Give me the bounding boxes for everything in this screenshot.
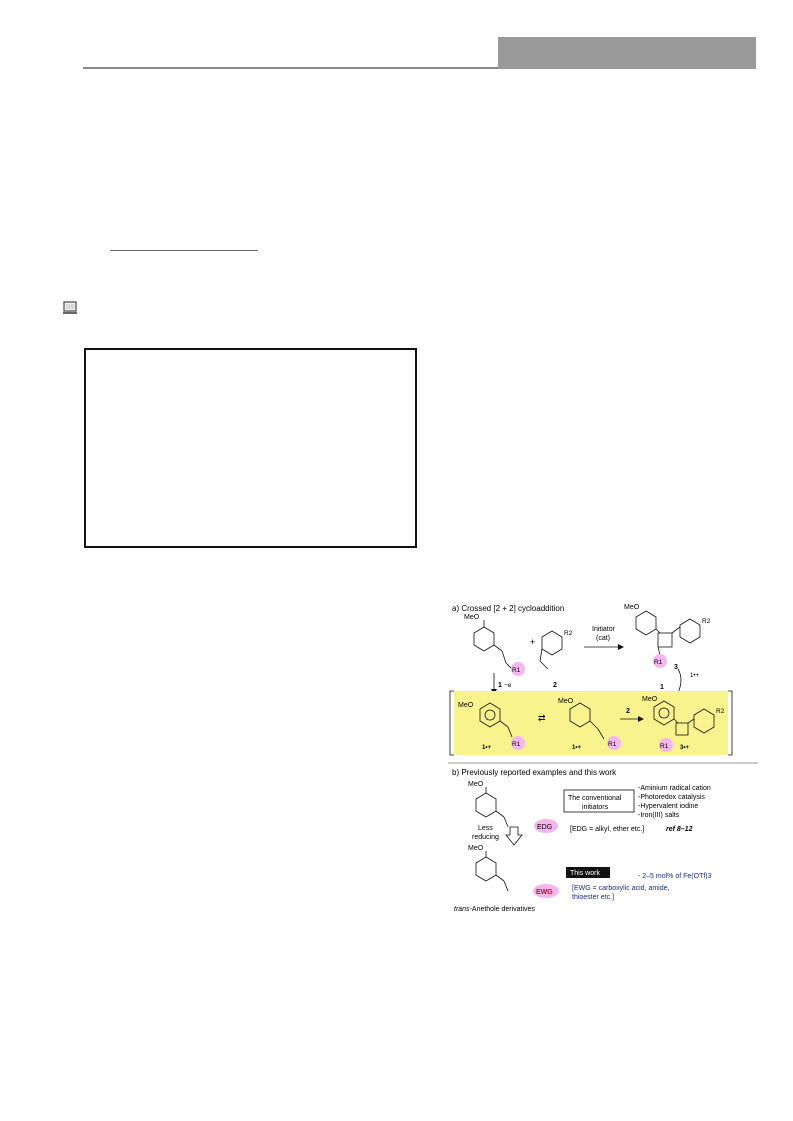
edg-label: EDG: [537, 824, 552, 831]
inter-2-label: 1•+: [572, 745, 581, 751]
structure-2: [539, 630, 563, 670]
less-reducing-1: Less: [478, 825, 493, 832]
edg-note: [EDG = alkyl, ether etc.]: [570, 826, 644, 833]
scheme-a-heading: a) Crossed [2 + 2] cycloaddition: [452, 604, 564, 613]
this-work-note: - 2–5 mol% of Fe(OTf)3: [638, 873, 712, 880]
caption: trans-Anethole derivatives: [454, 906, 535, 913]
radical-cation-label: 1•+: [690, 673, 699, 679]
down-arrow-icon: [505, 826, 523, 846]
initiator-item-2: -Photoredox catalysis: [638, 794, 705, 801]
label-1: 1: [498, 682, 502, 689]
ewg-note-2: thioester etc.]: [572, 894, 614, 901]
r1-inter-2: R1: [608, 741, 617, 748]
conventional-line1: The conventional: [568, 795, 622, 802]
this-work-badge: [566, 867, 610, 878]
meo-inter-2: MeO: [558, 698, 574, 705]
r1-circle-1: [511, 662, 525, 676]
meo-label-1: MeO: [464, 614, 480, 621]
r1-circle-3: [653, 654, 667, 668]
structure-1: [473, 620, 513, 670]
caption-rest: -Anethole derivatives: [470, 906, 536, 913]
r1-label-3: R1: [654, 659, 663, 666]
ewg-label: EWG: [536, 889, 553, 896]
reaction-scheme: a) Crossed [2 + 2] cycloaddition MeO R1 …: [448, 604, 758, 913]
header-rule: [83, 67, 498, 69]
meo-b-1: MeO: [468, 781, 484, 788]
caption-italic: trans: [454, 906, 470, 913]
scheme-b-heading: b) Previously reported examples and this…: [452, 768, 617, 777]
graphical-abstract-box: [84, 348, 417, 548]
meo-label-3: MeO: [624, 604, 640, 611]
meo-inter-3: MeO: [642, 696, 658, 703]
meo-inter-1: MeO: [458, 702, 474, 709]
this-work-label: This work: [570, 870, 600, 877]
r2-label-1: R2: [564, 630, 573, 637]
meo-b-2: MeO: [468, 845, 484, 852]
conventional-line2: initiators: [582, 804, 609, 811]
minus-e: −e: [504, 682, 512, 689]
equilibrium-arrow: ⇄: [538, 713, 546, 723]
r2-inter-3: R2: [716, 708, 725, 715]
r2-label-3: R2: [702, 618, 711, 625]
label-1-again: 1: [660, 684, 664, 691]
arrow-2-label: 2: [626, 708, 630, 715]
conventional-box: [563, 789, 635, 813]
ewg-note-1: [EWG = carboxylic acid, amide,: [572, 885, 670, 892]
initiator-line2: (cat): [596, 635, 610, 642]
footnote-rule: [110, 250, 258, 251]
structure-3: [635, 610, 701, 656]
ref-note: ref 8–12: [666, 826, 693, 833]
inter-3-label: 3•+: [680, 745, 689, 751]
r1-inter-3: R1: [660, 743, 669, 750]
initiator-item-1: -Aminium radical cation: [638, 785, 711, 792]
computer-icon: [63, 301, 77, 314]
label-3: 3: [674, 664, 678, 671]
plus-sign: +: [530, 637, 535, 647]
r1-label-1: R1: [512, 667, 521, 674]
header-band: [498, 37, 756, 69]
less-reducing-2: reducing: [472, 834, 499, 841]
inter-1-label: 1•+: [482, 745, 491, 751]
label-2: 2: [553, 682, 557, 689]
initiator-line1: Initiator: [592, 626, 616, 633]
initiator-item-4: -Iron(III) salts: [638, 812, 680, 819]
initiator-item-3: -Hypervalent iodine: [638, 803, 698, 810]
r1-inter-1: R1: [512, 741, 521, 748]
